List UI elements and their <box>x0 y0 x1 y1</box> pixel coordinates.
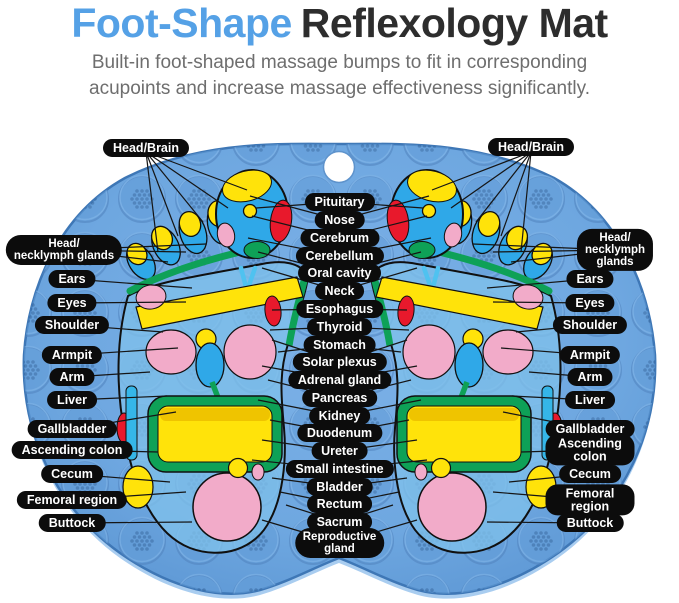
leader-line <box>450 151 532 209</box>
leader-line <box>500 151 532 237</box>
leader-line <box>145 151 179 237</box>
title-rest: Reflexology Mat <box>300 0 608 46</box>
hang-hole <box>322 150 356 184</box>
leader-line <box>145 151 229 209</box>
leader-line <box>520 151 532 253</box>
leader-line <box>145 151 204 223</box>
leader-line <box>145 151 159 253</box>
leader-line <box>475 151 532 223</box>
title-accent: Foot-Shape <box>71 0 292 46</box>
subtitle: Built-in foot-shaped massage bumps to fi… <box>89 52 590 99</box>
leader-line <box>431 151 532 191</box>
leader-line <box>145 151 248 191</box>
